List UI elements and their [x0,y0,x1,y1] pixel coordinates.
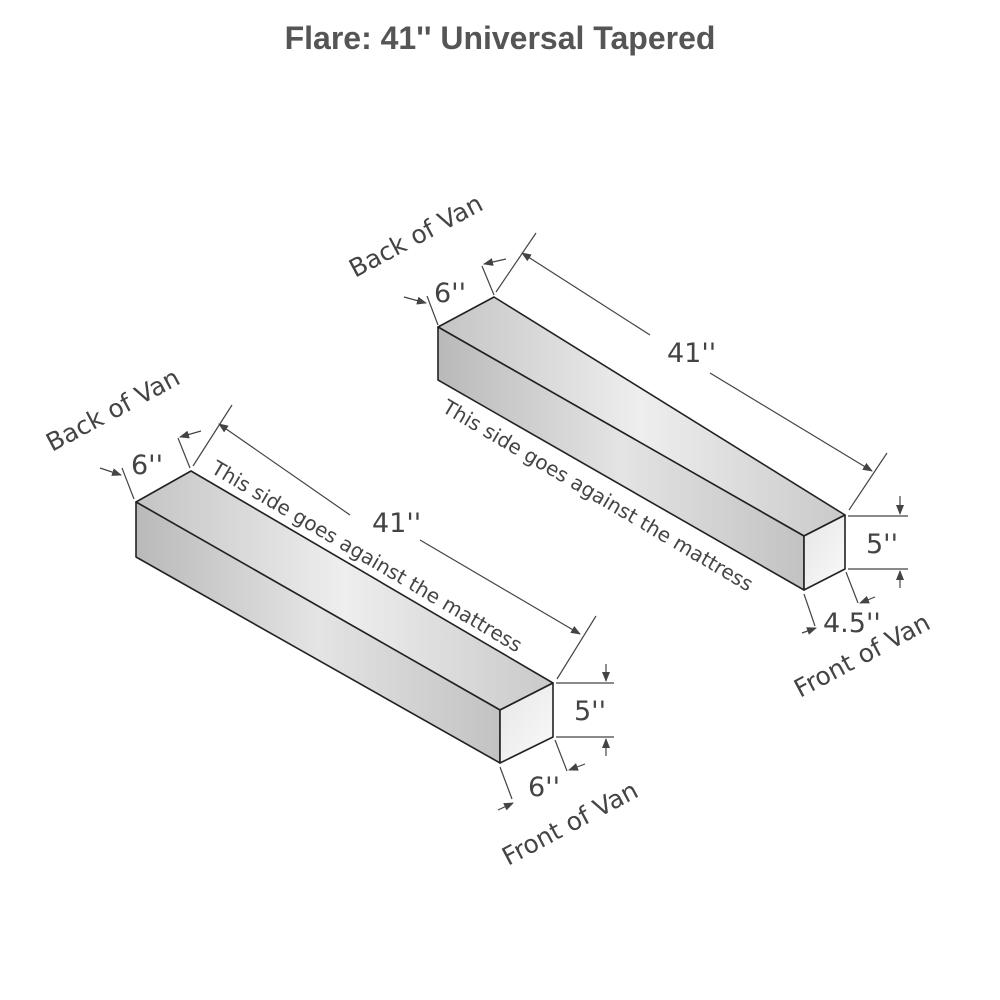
left-back-of-van-label: Back of Van [41,363,184,458]
left-front-of-van-label: Front of Van [497,775,643,871]
left-height-label: 5'' [574,696,606,727]
right-height-label: 5'' [866,529,898,560]
right-back-width-label: 6'' [434,278,466,309]
right-piece-top-face [437,296,846,537]
left-back-width-label: 6'' [131,450,163,481]
left-length-label: 41'' [372,508,421,539]
right-front-width-label: 4.5'' [823,608,881,639]
right-length-label: 41'' [667,338,716,369]
right-piece-dimensions [403,232,908,635]
left-foam-piece [135,470,554,764]
left-front-width-label: 6'' [528,772,560,803]
left-piece-dimensions [99,404,614,811]
diagram-title: Flare: 41'' Universal Tapered [284,20,716,56]
left-piece-end-face [499,682,554,764]
right-back-of-van-label: Back of Van [344,189,487,284]
right-piece-end-face [803,514,846,591]
right-foam-piece [437,296,846,591]
